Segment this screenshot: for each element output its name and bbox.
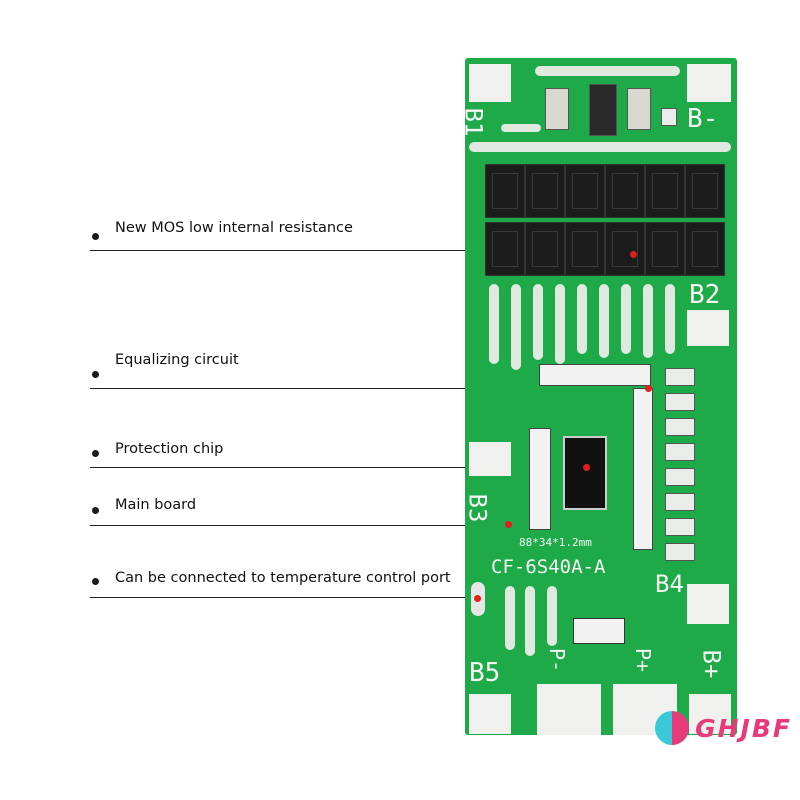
silk-b2: B2 — [689, 280, 721, 310]
smd-component — [661, 108, 677, 126]
silk-b1: B1 — [465, 107, 488, 137]
bullet-dot — [92, 371, 99, 378]
callout-label: New MOS low internal resistance — [115, 220, 353, 236]
smd-component — [545, 88, 569, 130]
resistor — [665, 493, 695, 511]
callout-line — [90, 388, 650, 389]
callout-protection-chip: Protection chip — [90, 440, 580, 480]
pad-b4 — [687, 584, 729, 624]
resistor — [665, 443, 695, 461]
vertical-trace — [547, 586, 557, 646]
callout-line — [90, 597, 480, 598]
vertical-trace — [505, 586, 515, 650]
mosfet — [485, 222, 525, 276]
resistor-array — [529, 428, 551, 530]
bullet-dot — [92, 578, 99, 585]
silk-p-minus: P- — [545, 647, 570, 673]
callout-label: Main board — [115, 497, 197, 513]
callout-main-board: Main board — [90, 496, 510, 536]
mosfet — [685, 222, 725, 276]
vertical-trace — [599, 284, 609, 358]
resistor — [665, 368, 695, 386]
equalizing-resistor-strip — [539, 364, 651, 386]
resistor — [665, 543, 695, 561]
watermark: GHJBF — [655, 711, 792, 745]
mosfet — [685, 164, 725, 218]
callout-label: Protection chip — [115, 441, 224, 457]
callout-line — [90, 250, 640, 251]
vertical-trace — [511, 284, 521, 370]
silk-b-minus: B- — [687, 104, 719, 134]
vertical-trace — [525, 586, 535, 656]
bullet-dot — [92, 233, 99, 240]
mosfet — [525, 164, 565, 218]
smd-component — [573, 618, 625, 644]
resistor — [665, 418, 695, 436]
vertical-trace — [489, 284, 499, 364]
pad-b5 — [469, 694, 511, 734]
marker-equalizing — [645, 385, 652, 392]
silk-b-plus: B+ — [697, 649, 726, 679]
mosfet — [565, 164, 605, 218]
callout-label: Equalizing circuit — [115, 352, 239, 368]
vertical-trace — [643, 284, 653, 358]
silk-b4: B4 — [655, 570, 684, 598]
pcb-board: B1 B- B2 B3 B4 B5 B+ P- P+ 88*34*1.2mm C… — [465, 58, 737, 735]
vertical-trace — [533, 284, 543, 360]
vertical-trace — [577, 284, 587, 354]
resistor — [665, 518, 695, 536]
brand-logo-icon — [655, 711, 690, 745]
smd-component — [589, 84, 617, 136]
smd-component — [627, 88, 651, 130]
silk-size: 88*34*1.2mm — [519, 536, 592, 549]
trace-bar — [469, 142, 731, 152]
pad-b-minus — [687, 64, 731, 102]
resistor — [665, 468, 695, 486]
silk-b3: B3 — [465, 493, 492, 523]
mosfet — [525, 222, 565, 276]
mosfet — [645, 164, 685, 218]
callout-mos: New MOS low internal resistance — [90, 218, 640, 258]
marker-temperature-port — [474, 595, 481, 602]
vertical-trace — [621, 284, 631, 354]
callout-label: Can be connected to temperature control … — [115, 570, 451, 586]
pad-b3 — [469, 442, 511, 476]
silk-model: CF-6S40A-A — [491, 556, 606, 578]
callout-equalizing: Equalizing circuit — [90, 352, 650, 392]
mosfet — [605, 222, 645, 276]
trace-bar — [501, 124, 541, 132]
marker-protection-chip — [583, 464, 590, 471]
callout-temperature-port: Can be connected to temperature control … — [90, 569, 490, 609]
silk-p-plus: P+ — [631, 647, 656, 673]
mosfet — [645, 222, 685, 276]
pad-b1 — [469, 64, 511, 102]
resistor-array — [633, 388, 653, 550]
vertical-trace — [665, 284, 675, 354]
callout-line — [90, 467, 580, 468]
resistor — [665, 393, 695, 411]
marker-main-board — [505, 521, 512, 528]
trace-bar — [535, 66, 680, 76]
protection-chip — [563, 436, 607, 510]
mosfet — [485, 164, 525, 218]
mosfet — [565, 222, 605, 276]
pad-b-plus — [689, 694, 731, 734]
watermark-text: GHJBF — [695, 713, 792, 743]
marker-mos — [630, 251, 637, 258]
mosfet — [605, 164, 645, 218]
pad-b2 — [687, 310, 729, 346]
pad-p-minus — [537, 684, 601, 735]
silk-b5: B5 — [469, 658, 501, 688]
bullet-dot — [92, 450, 99, 457]
callout-line — [90, 525, 510, 526]
bullet-dot — [92, 507, 99, 514]
vertical-trace — [555, 284, 565, 364]
